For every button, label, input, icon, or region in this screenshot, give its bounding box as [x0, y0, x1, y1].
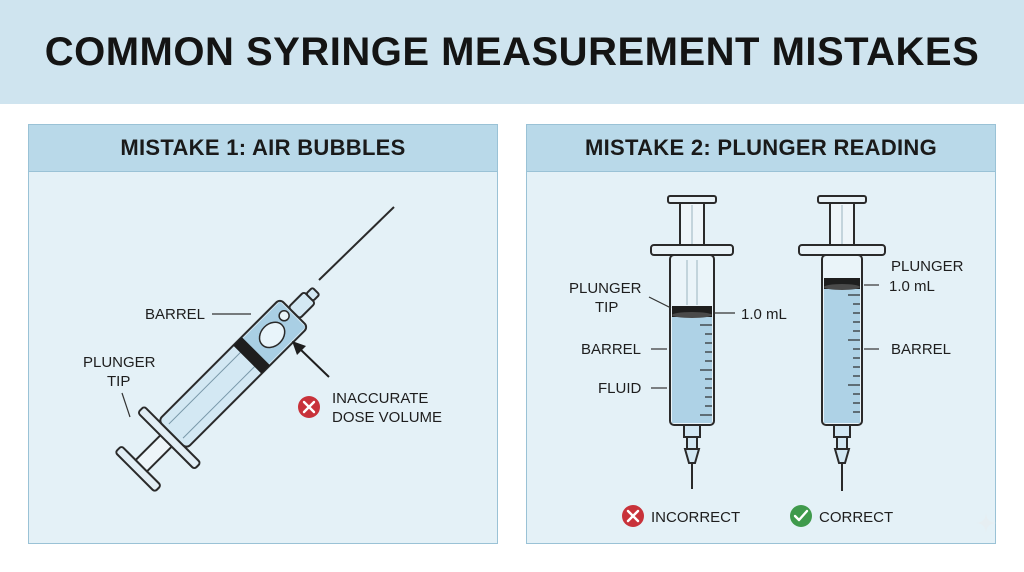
plunger-tip-label-line1: PLUNGER [83, 354, 156, 371]
plunger-tip [233, 337, 270, 374]
check-circle-icon [790, 505, 812, 527]
x-circle-icon [298, 396, 320, 418]
page-title: COMMON SYRINGE MEASUREMENT MISTAKES [44, 29, 980, 74]
needle [318, 206, 395, 281]
plunger-tip-label-line1: PLUNGER [569, 280, 642, 297]
panel-heading: MISTAKE 1: AIR BUBBLES [29, 125, 497, 172]
incorrect-syringe [650, 195, 734, 489]
barrel-label: BARREL [145, 306, 205, 323]
small-air-bubble [278, 310, 290, 322]
warning-text-line1: INACCURATE [332, 390, 428, 407]
plunger-tip [672, 306, 712, 317]
plunger-tip [824, 278, 860, 289]
warning-text-line2: DOSE VOLUME [332, 409, 442, 426]
volume-reading-incorrect: 1.0 mL [741, 306, 787, 323]
correct-syringe [798, 195, 886, 491]
air-bubble-syringe-illustration: BARREL PLUNGER TIP INACCURATE DOSE VOLUM… [83, 206, 442, 492]
finger-flange [650, 244, 734, 256]
volume-reading-correct: 1.0 mL [889, 278, 935, 295]
fluid [672, 315, 712, 423]
fluid [824, 287, 860, 423]
plunger-label: PLUNGER [891, 258, 964, 275]
plunger-tip-label-line2: TIP [595, 299, 618, 316]
sparkle-icon [976, 513, 996, 533]
angled-syringe [115, 287, 320, 492]
x-circle-icon [622, 505, 644, 527]
pointer-arrow [299, 348, 330, 378]
barrel-label: BARREL [581, 341, 641, 358]
plunger-reading-illustration: PLUNGER TIP 1.0 mL BARREL FLUID PLUNGER … [569, 195, 964, 527]
large-air-bubble [258, 321, 286, 349]
finger-flange [798, 244, 886, 256]
title-banner: COMMON SYRINGE MEASUREMENT MISTAKES [0, 0, 1024, 104]
plunger-tip-label-line2: TIP [107, 373, 130, 390]
fluid-label: FLUID [598, 380, 642, 397]
panel-plunger-reading: MISTAKE 2: PLUNGER READING PLUNGER TIP 1… [526, 124, 996, 544]
panel-air-bubbles: MISTAKE 1: AIR BUBBLES BARREL [28, 124, 498, 544]
panel-heading: MISTAKE 2: PLUNGER READING [527, 125, 995, 172]
barrel-label: BARREL [891, 341, 951, 358]
legend-incorrect: INCORRECT [651, 509, 740, 526]
legend-correct: CORRECT [819, 509, 893, 526]
